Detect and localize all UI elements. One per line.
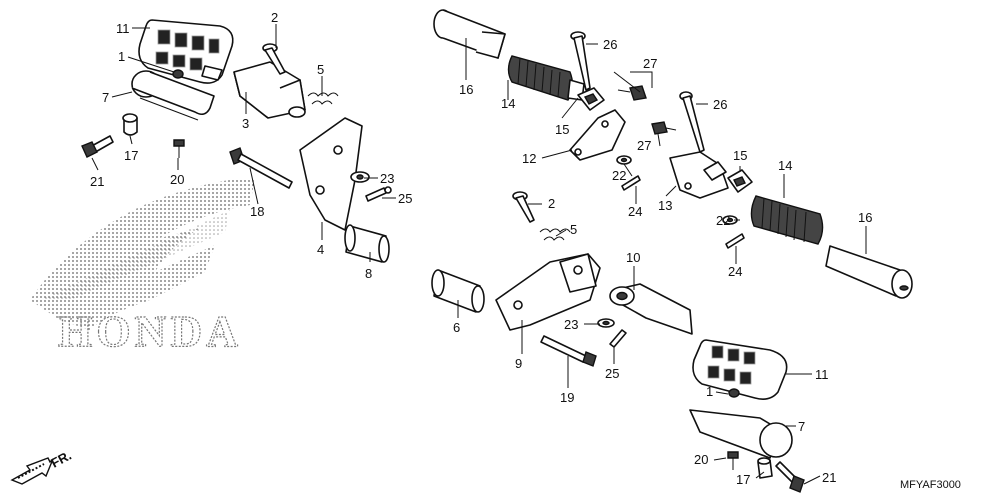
front-direction-label: FR. — [48, 448, 74, 471]
pin-2-left — [262, 43, 286, 75]
bracket-9 — [495, 253, 601, 331]
callout-labels: 11 1 7 3 2 5 17 20 21 18 4 8 23 25 16 14… — [90, 10, 872, 487]
callout-2-center: 2 — [548, 196, 555, 211]
footpeg-rubber-11-center — [692, 339, 788, 400]
callout-16-top: 16 — [459, 82, 473, 97]
callout-10: 10 — [626, 250, 640, 265]
pin-26-mid — [679, 91, 705, 153]
callout-12: 12 — [522, 151, 536, 166]
callout-5-center: 5 — [570, 222, 577, 237]
callout-15-right: 15 — [733, 148, 747, 163]
screw-20-center — [727, 451, 739, 470]
pin-2-center — [512, 191, 535, 223]
callout-24-top: 24 — [628, 204, 642, 219]
callout-27-mid: 27 — [637, 138, 651, 153]
footpeg-rubber-11-left — [138, 19, 234, 84]
callout-19: 19 — [560, 390, 574, 405]
callout-21-center: 21 — [822, 470, 836, 485]
cotter-pin-25-left — [365, 186, 392, 202]
collar-6 — [431, 269, 485, 313]
callout-23-center: 23 — [564, 317, 578, 332]
front-direction-indicator: FR. — [10, 448, 74, 485]
bolt-21-left — [81, 135, 114, 158]
callout-24-right: 24 — [728, 264, 742, 279]
pin-26-top — [570, 31, 591, 91]
screw-20-left — [173, 139, 185, 158]
callout-6: 6 — [453, 320, 460, 335]
callout-17-left: 17 — [124, 148, 138, 163]
callout-25-left: 25 — [398, 191, 412, 206]
bolt-27-top — [617, 85, 647, 101]
callout-17-center: 17 — [736, 472, 750, 487]
cotter-pin-24-right — [725, 233, 745, 249]
footpeg-16-top — [433, 9, 506, 59]
callout-2-left: 2 — [271, 10, 278, 25]
footpeg-arm-3 — [233, 61, 306, 119]
callout-7-left: 7 — [102, 90, 109, 105]
honda-logo-text: HONDA — [58, 307, 242, 356]
callout-4: 4 — [317, 242, 324, 257]
footpeg-cover-7-left — [131, 70, 215, 121]
leader-lines — [91, 24, 867, 485]
spring-5-center — [539, 228, 571, 241]
callout-27-top: 27 — [643, 56, 657, 71]
washer-23-center — [597, 318, 615, 328]
bolt-18-left — [229, 147, 293, 189]
callout-22-right: 22 — [716, 213, 730, 228]
cotter-pin-25-center — [609, 329, 627, 348]
washer-22-top — [616, 155, 632, 165]
callout-14-top: 14 — [501, 96, 515, 111]
callout-23-left: 23 — [380, 171, 394, 186]
washer-15-right — [727, 169, 753, 193]
callout-8: 8 — [365, 266, 372, 281]
callout-16-right: 16 — [858, 210, 872, 225]
callout-21-left: 21 — [90, 174, 104, 189]
footpeg-rubber-14-right — [750, 195, 824, 245]
callout-20-left: 20 — [170, 172, 184, 187]
washer-22-right — [722, 215, 738, 225]
bracket-4-left — [299, 117, 363, 231]
collar-17-left — [122, 113, 138, 136]
callout-1-left: 1 — [118, 49, 125, 64]
bracket-13 — [669, 151, 729, 199]
collar-8-left — [344, 224, 390, 263]
callout-18: 18 — [250, 204, 264, 219]
washer-23-left — [350, 171, 370, 183]
callout-13: 13 — [658, 198, 672, 213]
callout-3: 3 — [242, 116, 249, 131]
callout-26-mid: 26 — [713, 97, 727, 112]
footpeg-rubber-14-top — [507, 55, 585, 101]
footpeg-16-right — [825, 245, 913, 299]
footpeg-arm-10 — [609, 283, 693, 335]
callout-5-left: 5 — [317, 62, 324, 77]
callout-11-left: 11 — [116, 21, 130, 36]
washer-15-top — [577, 87, 605, 111]
callout-14-right: 14 — [778, 158, 792, 173]
callout-15-top: 15 — [555, 122, 569, 137]
callout-22-top: 22 — [612, 168, 626, 183]
nut-1-left — [172, 69, 184, 79]
diagram-code: MFYAF3000 — [900, 479, 961, 491]
footpeg-cover-7-center — [689, 409, 793, 459]
bolt-19 — [540, 335, 597, 367]
callout-9: 9 — [515, 356, 522, 371]
callout-1-center: 1 — [706, 384, 713, 399]
callout-25-center: 25 — [605, 366, 619, 381]
bolt-21-center — [775, 461, 805, 493]
callout-20-center: 20 — [694, 452, 708, 467]
cotter-pin-24-top — [621, 175, 641, 191]
bolt-27-mid — [651, 121, 677, 135]
nut-1-center — [728, 388, 740, 398]
bracket-12 — [569, 109, 626, 161]
spring-5-left — [307, 92, 339, 105]
callout-26-top: 26 — [603, 37, 617, 52]
callout-11-center: 11 — [815, 367, 829, 382]
honda-wing-logo — [30, 178, 255, 330]
callout-7-center: 7 — [798, 419, 805, 434]
